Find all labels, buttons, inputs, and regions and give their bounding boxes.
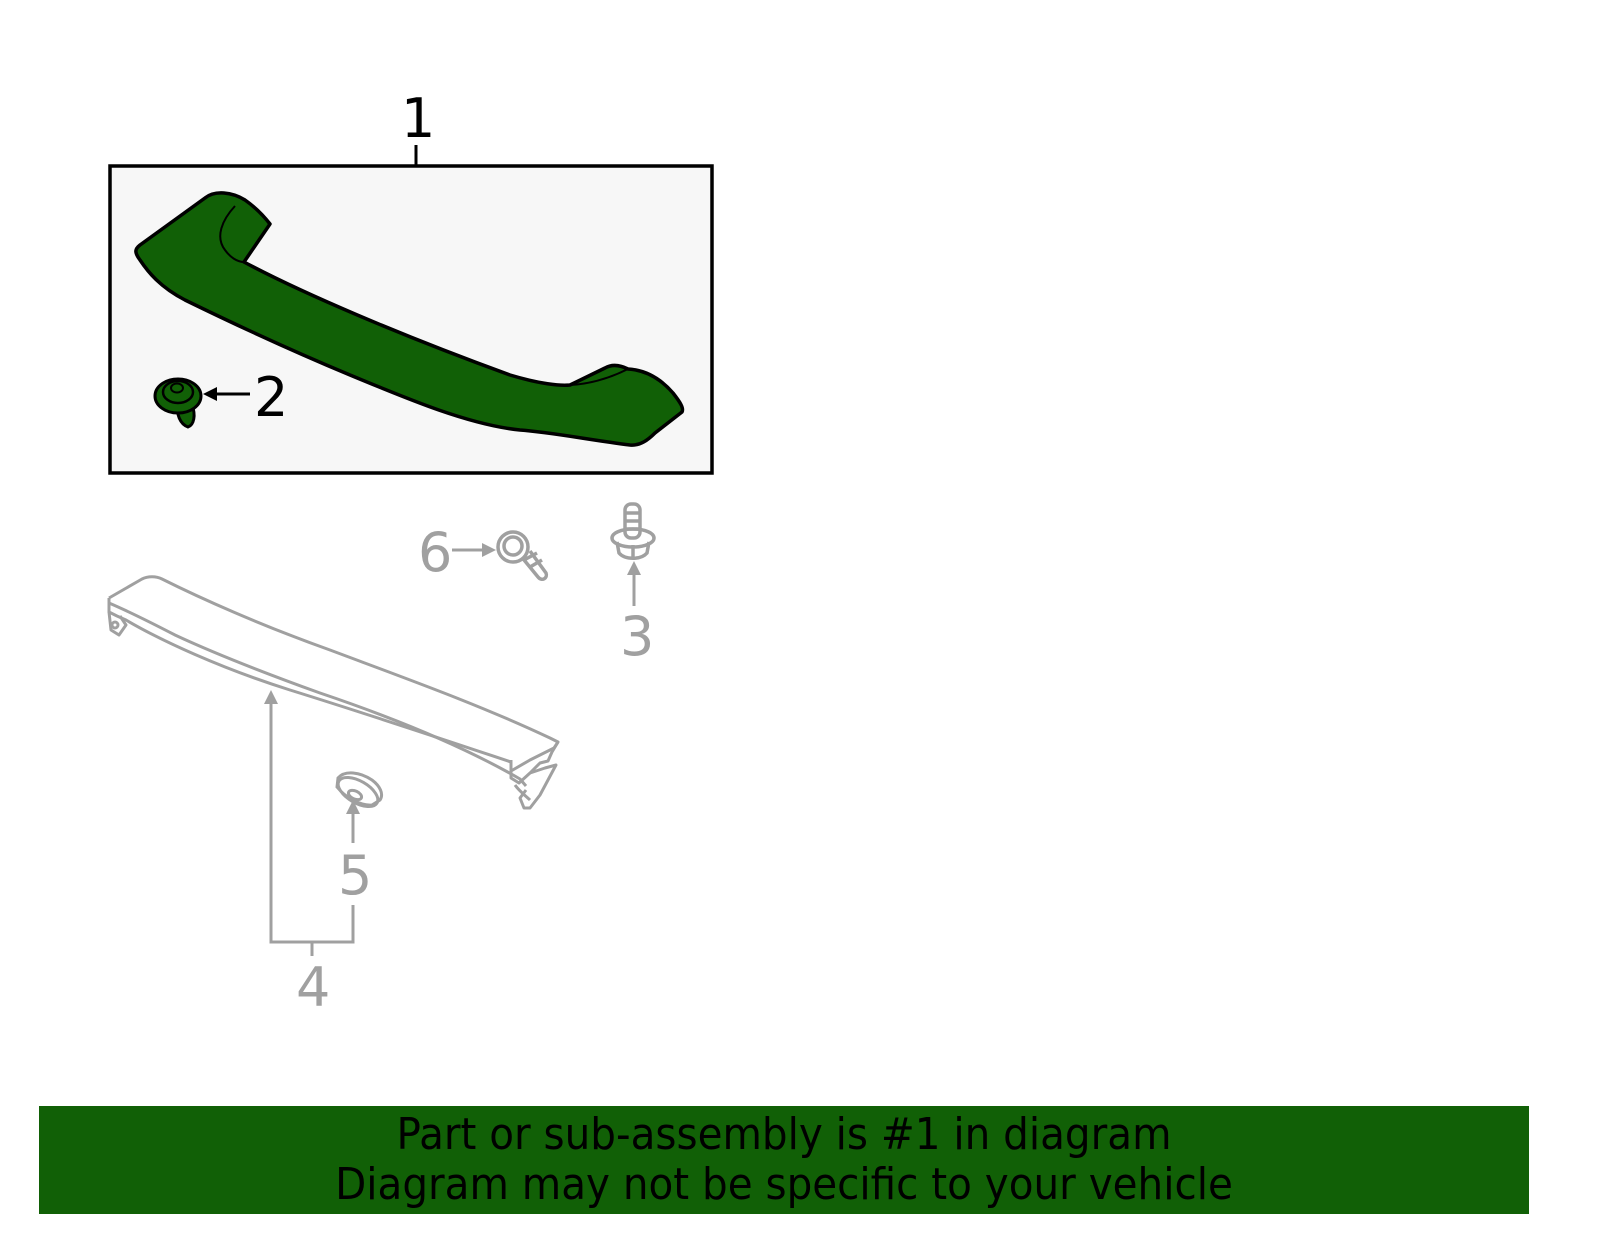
callout-1[interactable]: 1 — [401, 87, 435, 165]
callout-6-label: 6 — [418, 521, 452, 584]
callout-2[interactable]: 2 — [203, 366, 288, 429]
callout-3-label: 3 — [620, 605, 654, 668]
trim-panel-icon[interactable] — [107, 575, 560, 810]
grommet-icon[interactable] — [333, 771, 384, 812]
callout-3[interactable]: 3 — [620, 561, 654, 668]
callout-4-label: 4 — [296, 956, 330, 1019]
callout-5[interactable]: 5 — [338, 800, 372, 907]
bolt-icon[interactable] — [610, 502, 656, 560]
callout-5-label: 5 — [338, 844, 372, 907]
callout-2-label: 2 — [254, 366, 288, 429]
grab-handle-icon[interactable] — [134, 191, 685, 447]
banner-line-2: Diagram may not be specific to your vehi… — [335, 1159, 1233, 1210]
callout-1-label: 1 — [401, 87, 435, 150]
callout-4[interactable]: 4 — [264, 690, 355, 1019]
banner-line-1: Part or sub-assembly is #1 in diagram — [396, 1109, 1172, 1160]
clip-icon[interactable] — [153, 377, 203, 429]
disclaimer-banner: Part or sub-assembly is #1 in diagram Di… — [39, 1106, 1529, 1214]
callout-6[interactable]: 6 — [418, 521, 496, 584]
screw-icon[interactable] — [496, 530, 549, 581]
